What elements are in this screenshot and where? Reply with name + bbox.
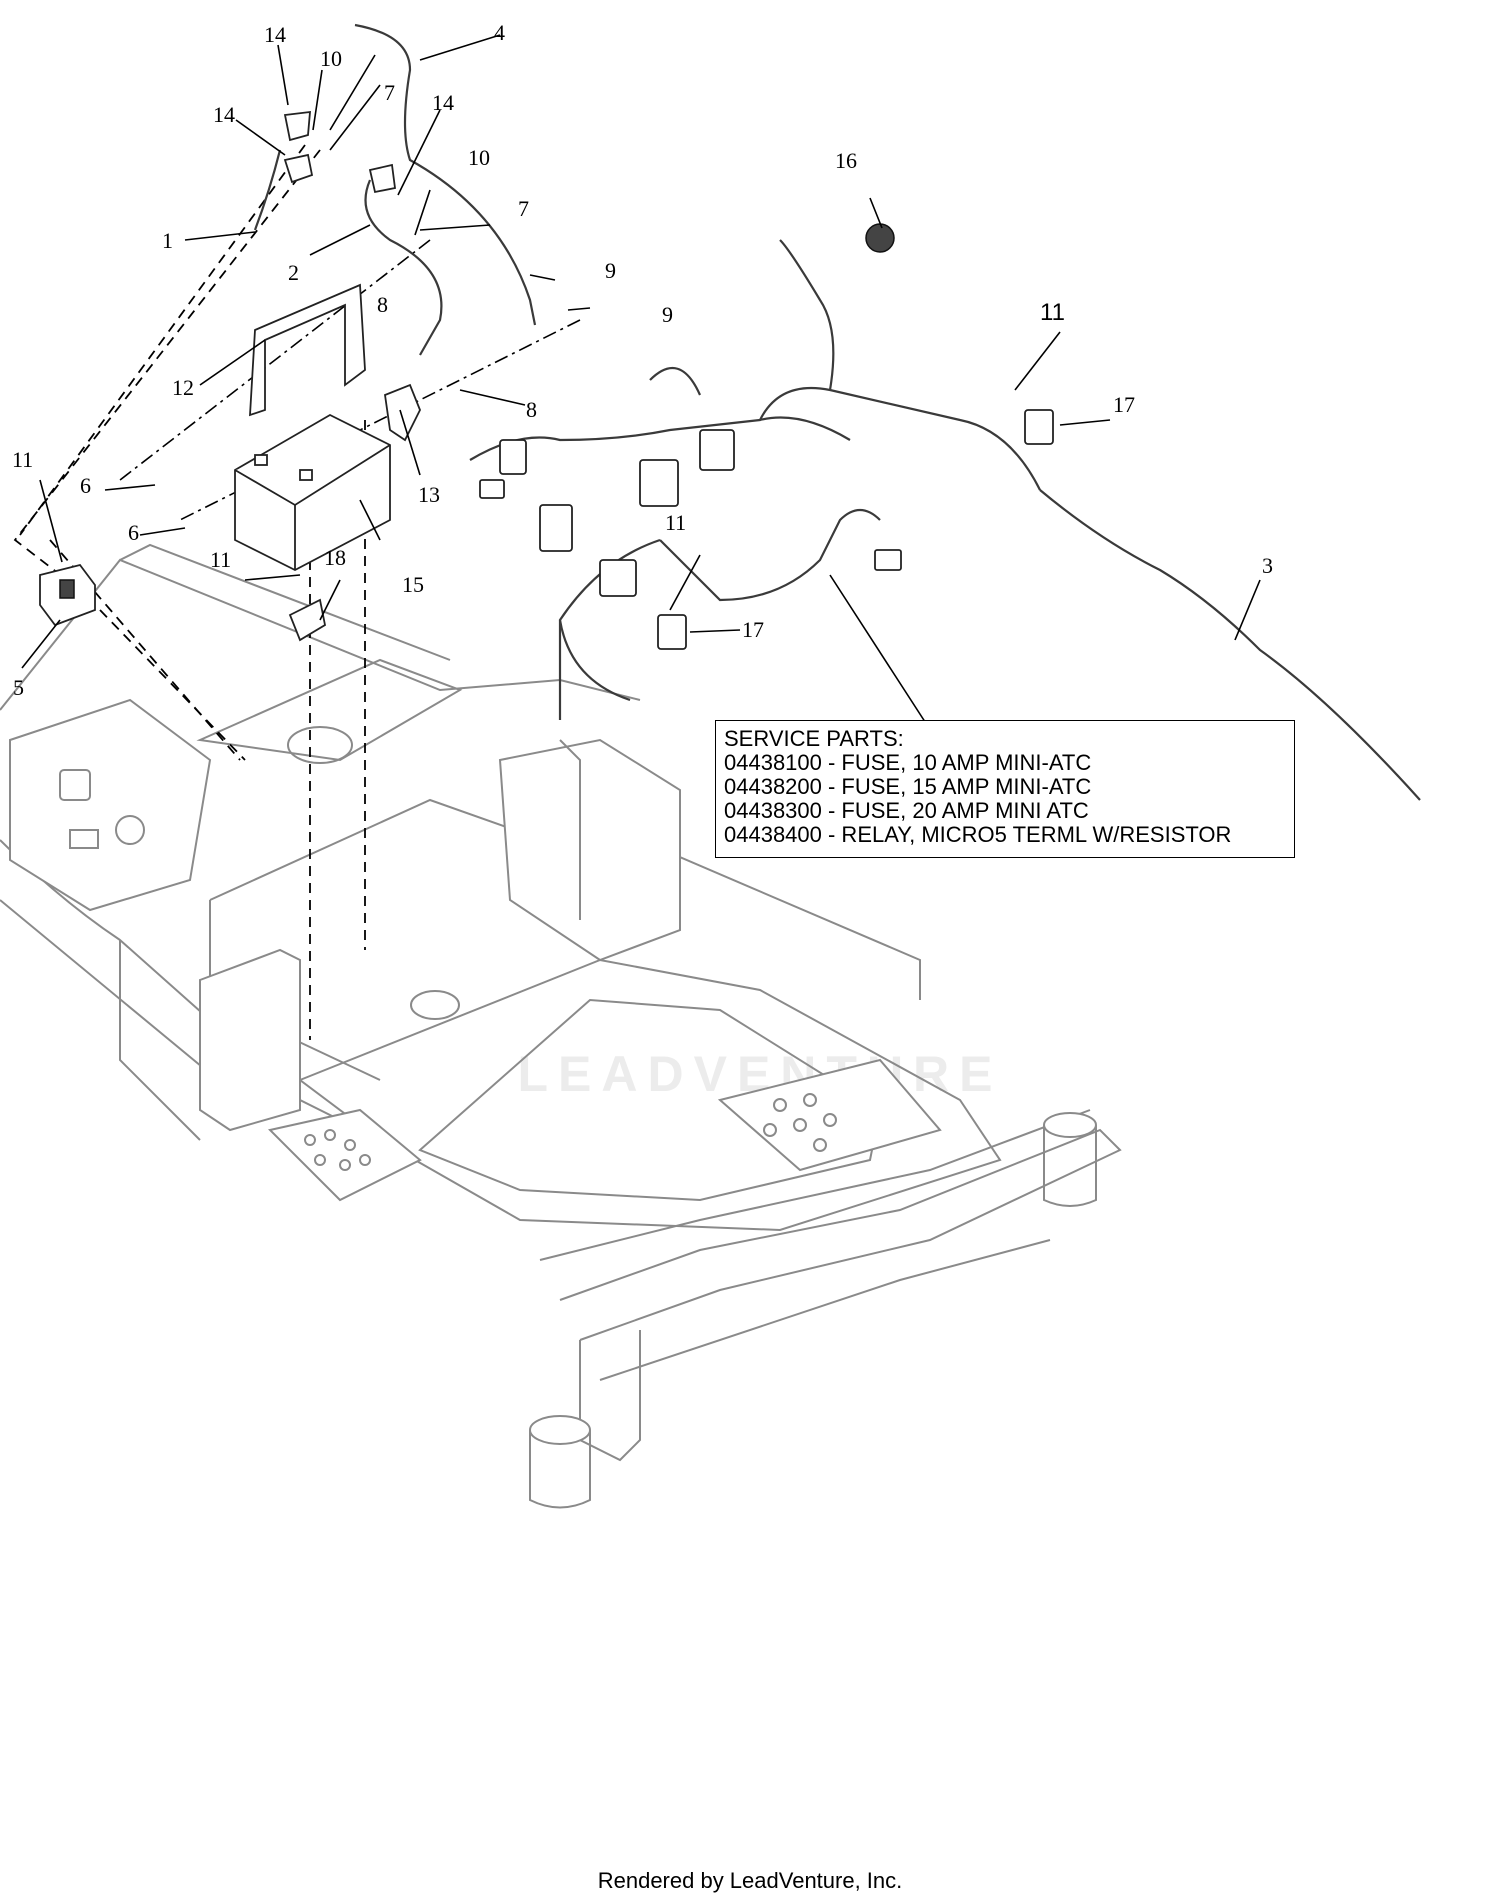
relay-clip-18 <box>288 598 327 642</box>
callout-16: 16 <box>835 148 857 173</box>
callout-2: 2 <box>288 260 299 285</box>
callout-15: 15 <box>402 572 424 597</box>
mower-frame <box>0 543 1122 1509</box>
callout-9a: 9 <box>605 258 616 283</box>
callout-6a: 6 <box>80 473 91 498</box>
callout-14a: 14 <box>264 22 286 47</box>
callout-3: 3 <box>1262 553 1273 578</box>
callout-7a: 7 <box>384 80 395 105</box>
ignition-switch <box>39 563 96 627</box>
callout-11b: 11 <box>210 547 231 572</box>
callout-14b: 14 <box>213 102 235 127</box>
relay-17b <box>657 614 687 650</box>
callout-4: 4 <box>494 20 505 45</box>
callout-11d: 11 <box>1040 299 1065 326</box>
battery-clip <box>384 383 421 442</box>
callout-11a: 11 <box>12 447 33 472</box>
footplate-holes <box>304 1129 371 1171</box>
callout-1: 1 <box>162 228 173 253</box>
callout-numbers: 1 2 3 4 5 6 6 7 7 8 8 9 9 10 10 11 11 11… <box>12 20 1273 700</box>
callout-11c: 11 <box>665 510 686 535</box>
callout-13: 13 <box>418 482 440 507</box>
callout-6b: 6 <box>128 520 139 545</box>
part-16-grommet <box>865 223 895 253</box>
callout-17b: 17 <box>742 617 764 642</box>
footer-credit: Rendered by LeadVenture, Inc. <box>597 1868 903 1893</box>
footplate-right-holes <box>763 1093 837 1152</box>
battery <box>234 413 391 572</box>
service-parts-heading: SERVICE PARTS: <box>724 726 904 751</box>
callout-14c: 14 <box>432 90 454 115</box>
callout-9b: 9 <box>662 302 673 327</box>
wiring-harness <box>469 239 1421 801</box>
callout-5: 5 <box>13 675 24 700</box>
service-part-line-4: 04438400 - RELAY, MICRO5 TERML W/RESISTO… <box>724 822 1232 847</box>
terminal-boots <box>283 110 397 194</box>
relay-17a <box>1024 409 1054 445</box>
callout-8a: 8 <box>377 292 388 317</box>
callout-10a: 10 <box>320 46 342 71</box>
callout-18: 18 <box>324 545 346 570</box>
service-part-line-3: 04438300 - FUSE, 20 AMP MINI ATC <box>724 798 1089 823</box>
callout-10b: 10 <box>468 145 490 170</box>
callout-7b: 7 <box>518 196 529 221</box>
battery-hold-down-strap <box>249 283 366 417</box>
callout-17a: 17 <box>1113 392 1135 417</box>
leader-lines <box>21 34 1261 746</box>
cables <box>253 23 537 356</box>
callout-8b: 8 <box>526 397 537 422</box>
service-part-line-2: 04438200 - FUSE, 15 AMP MINI-ATC <box>724 774 1092 799</box>
service-part-line-1: 04438100 - FUSE, 10 AMP MINI-ATC <box>724 750 1092 775</box>
service-parts-box: SERVICE PARTS: 04438100 - FUSE, 10 AMP M… <box>715 720 1295 858</box>
callout-12: 12 <box>172 375 194 400</box>
